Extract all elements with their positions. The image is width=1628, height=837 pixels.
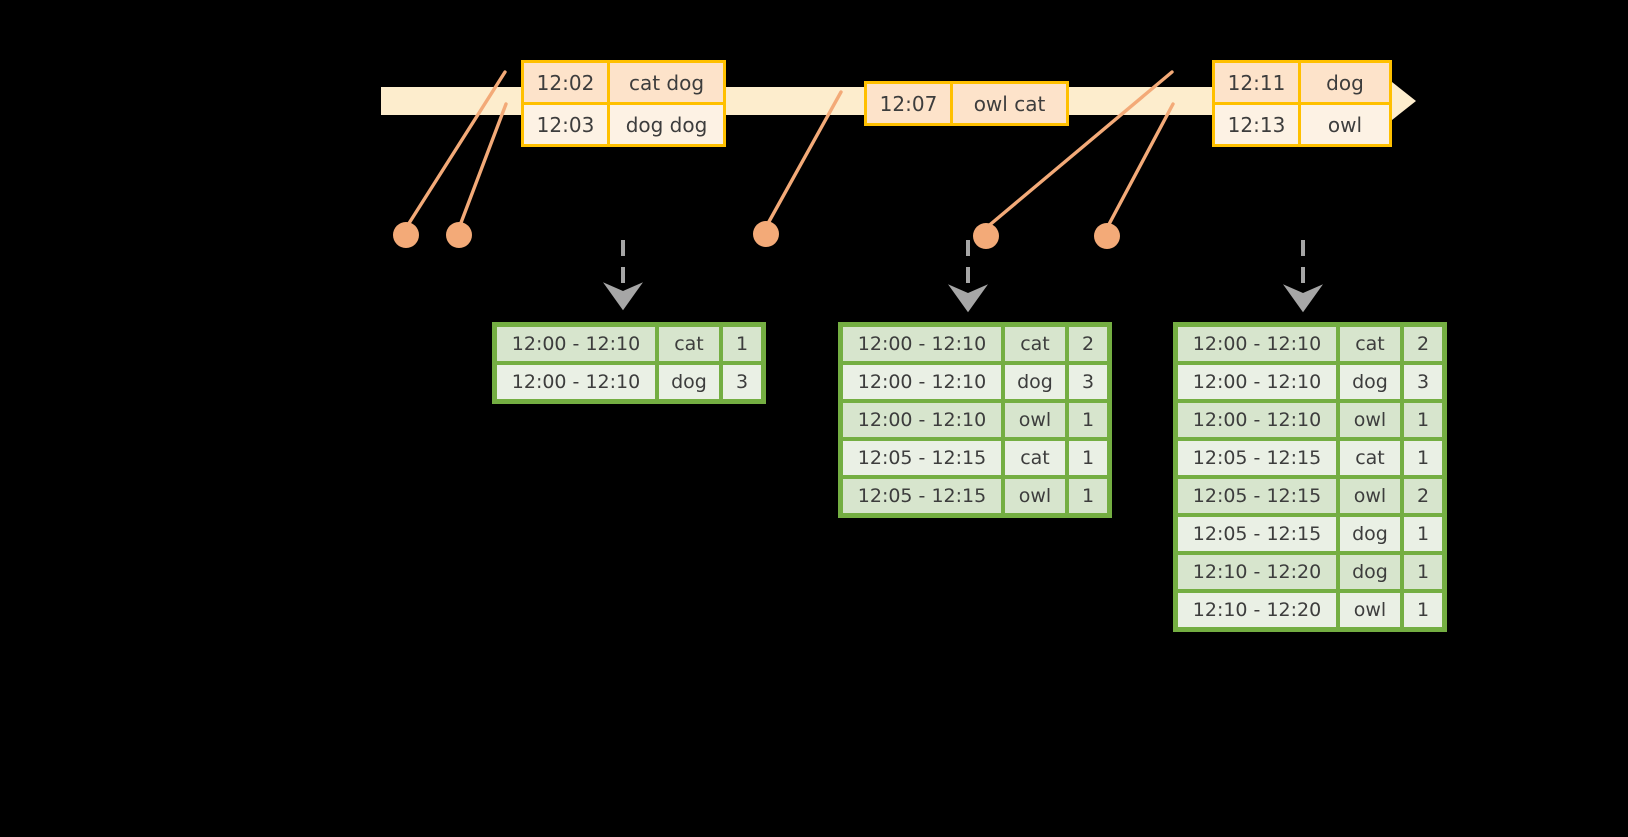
event-words: dog: [1301, 63, 1389, 102]
cell-word: dog: [1004, 364, 1066, 400]
cell-word: dog: [1339, 516, 1401, 552]
cell-word: dog: [1339, 364, 1401, 400]
connector-line-5: [1105, 102, 1175, 230]
event-time: 12:02: [524, 63, 610, 102]
connector-line-2: [457, 102, 508, 230]
connector-dot-3: [753, 221, 779, 247]
cell-count: 1: [1068, 478, 1108, 514]
cell-word: cat: [1339, 440, 1401, 476]
event-group-1[interactable]: 12:02 cat dog 12:03 dog dog: [521, 60, 726, 147]
cell-word: owl: [1339, 592, 1401, 628]
dashed-arrows: [603, 240, 1323, 313]
cell-window: 12:10 - 12:20: [1177, 554, 1337, 590]
cell-window: 12:10 - 12:20: [1177, 592, 1337, 628]
event-row[interactable]: 12:02 cat dog: [524, 63, 723, 102]
cell-word: dog: [1339, 554, 1401, 590]
connector-line-3: [764, 90, 843, 229]
event-words: cat dog: [610, 63, 723, 102]
cell-word: owl: [1004, 478, 1066, 514]
cell-count: 3: [722, 364, 762, 400]
connector-dot-4: [973, 223, 999, 249]
cell-count: 1: [1403, 440, 1443, 476]
event-time: 12:13: [1215, 105, 1301, 144]
cell-word: cat: [658, 326, 720, 362]
event-group-2[interactable]: 12:07 owl cat: [864, 81, 1069, 126]
connector-dot-5: [1094, 223, 1120, 249]
connector-dots: [393, 221, 1120, 249]
cell-window: 12:00 - 12:10: [842, 326, 1002, 362]
cell-window: 12:00 - 12:10: [496, 326, 656, 362]
event-words: owl: [1301, 105, 1389, 144]
cell-window: 12:05 - 12:15: [1177, 516, 1337, 552]
cell-window: 12:05 - 12:15: [1177, 440, 1337, 476]
cell-window: 12:00 - 12:10: [1177, 402, 1337, 438]
event-time: 12:11: [1215, 63, 1301, 102]
cell-count: 1: [1403, 402, 1443, 438]
event-words: dog dog: [610, 105, 723, 144]
event-group-3[interactable]: 12:11 dog 12:13 owl: [1212, 60, 1392, 147]
cell-word: cat: [1004, 440, 1066, 476]
cell-count: 3: [1403, 364, 1443, 400]
cell-word: cat: [1004, 326, 1066, 362]
cell-count: 1: [1068, 402, 1108, 438]
connector-dot-2: [446, 222, 472, 248]
cell-count: 1: [1403, 592, 1443, 628]
cell-count: 1: [1403, 554, 1443, 590]
event-row[interactable]: 12:13 owl: [1215, 102, 1389, 144]
cell-word: owl: [1339, 402, 1401, 438]
event-time: 12:07: [867, 84, 953, 123]
cell-window: 12:00 - 12:10: [1177, 364, 1337, 400]
cell-count: 1: [1403, 516, 1443, 552]
cell-window: 12:05 - 12:15: [842, 478, 1002, 514]
cell-window: 12:00 - 12:10: [842, 402, 1002, 438]
event-row[interactable]: 12:11 dog: [1215, 63, 1389, 102]
cell-count: 2: [1403, 478, 1443, 514]
connector-dot-1: [393, 222, 419, 248]
cell-word: dog: [658, 364, 720, 400]
event-words: owl cat: [953, 84, 1066, 123]
cell-window: 12:00 - 12:10: [1177, 326, 1337, 362]
event-time: 12:03: [524, 105, 610, 144]
cell-word: owl: [1004, 402, 1066, 438]
cell-count: 1: [1068, 440, 1108, 476]
connector-line-1: [404, 70, 507, 230]
cell-window: 12:00 - 12:10: [496, 364, 656, 400]
cell-count: 3: [1068, 364, 1108, 400]
cell-count: 2: [1403, 326, 1443, 362]
cell-word: owl: [1339, 478, 1401, 514]
cell-window: 12:05 - 12:15: [842, 440, 1002, 476]
cell-window: 12:05 - 12:15: [1177, 478, 1337, 514]
cell-count: 2: [1068, 326, 1108, 362]
cell-word: cat: [1339, 326, 1401, 362]
event-row[interactable]: 12:07 owl cat: [867, 84, 1066, 123]
cell-count: 1: [722, 326, 762, 362]
cell-window: 12:00 - 12:10: [842, 364, 1002, 400]
event-row[interactable]: 12:03 dog dog: [524, 102, 723, 144]
